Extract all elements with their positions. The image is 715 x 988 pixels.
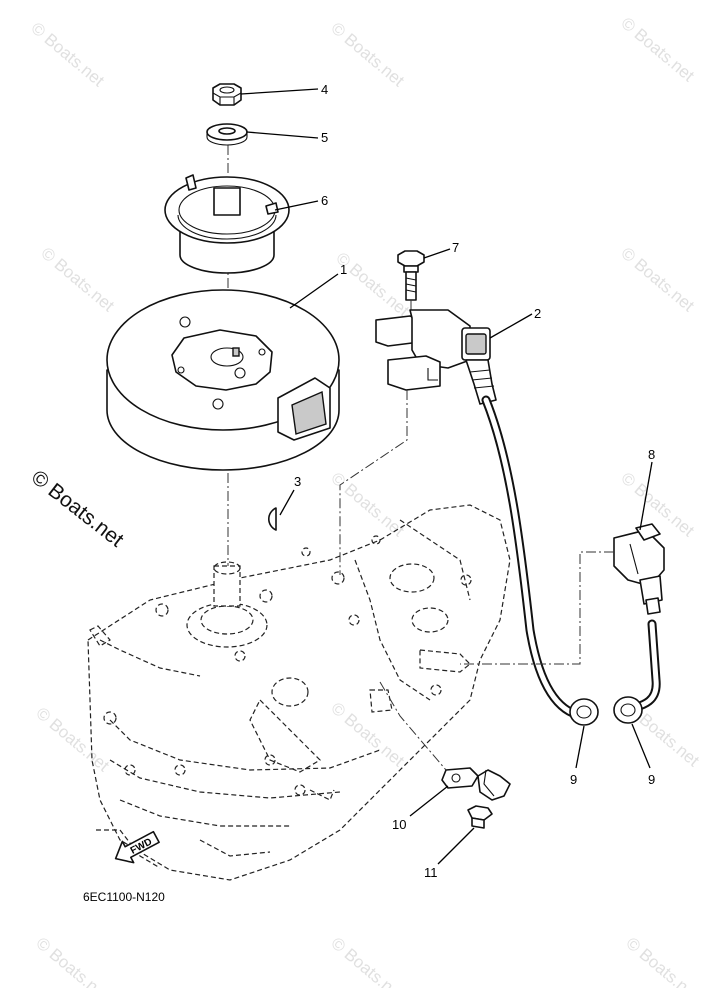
clamp-axis-line [379,681,447,771]
watermark: © Boats.net [327,19,408,91]
leader-lines [240,88,653,865]
fwd-label: FWD [129,836,154,856]
engine-block [87,504,511,881]
callout-6: 6 [321,193,328,208]
part-flywheel [106,289,340,471]
fwd-arrow: FWD [114,830,160,864]
callout-9b: 9 [648,772,655,787]
watermark: © Boats.net [622,934,703,988]
callout-3: 3 [294,474,301,489]
high-tension-cable-core [483,397,585,719]
callout-9a: 9 [570,772,577,787]
watermark: © Boats.net [617,14,698,86]
callout-11: 11 [424,865,438,880]
callout-7: 7 [452,240,459,255]
watermark: © Boats.net [27,19,108,91]
part-washer [206,123,248,146]
part-woodruff-key [268,507,277,531]
watermark-main: © Boats.net [27,466,128,552]
watermark: © Boats.net [37,244,118,316]
part-grommet-right [613,696,643,724]
part-starter-cup [164,174,290,274]
part-nut [212,83,242,106]
watermark: © Boats.net [617,244,698,316]
part-bolt-11 [467,805,493,829]
plug-cap-line [460,551,614,665]
part-clamp [441,767,511,801]
part-grommet-left [569,698,599,726]
coil-mount-line [339,390,408,575]
watermark: © Boats.net [32,704,113,776]
callout-4: 4 [321,82,328,97]
watermark: © Boats.net [617,469,698,541]
callout-numbers: 4 5 6 1 7 2 3 8 9 9 10 11 [294,82,655,880]
watermark: © Boats.net [327,934,408,988]
callout-10: 10 [392,817,406,832]
drawing-code: 6EC1100-N120 [83,890,165,904]
part-plug-cap [613,523,665,615]
callout-2: 2 [534,306,541,321]
callout-1: 1 [340,262,347,277]
watermarks: © Boats.net © Boats.net © Boats.net © Bo… [27,14,703,988]
part-ignition-coil [375,309,497,405]
watermark: © Boats.net [32,934,113,988]
part-bolt-7 [397,250,425,301]
callout-5: 5 [321,130,328,145]
callout-8: 8 [648,447,655,462]
